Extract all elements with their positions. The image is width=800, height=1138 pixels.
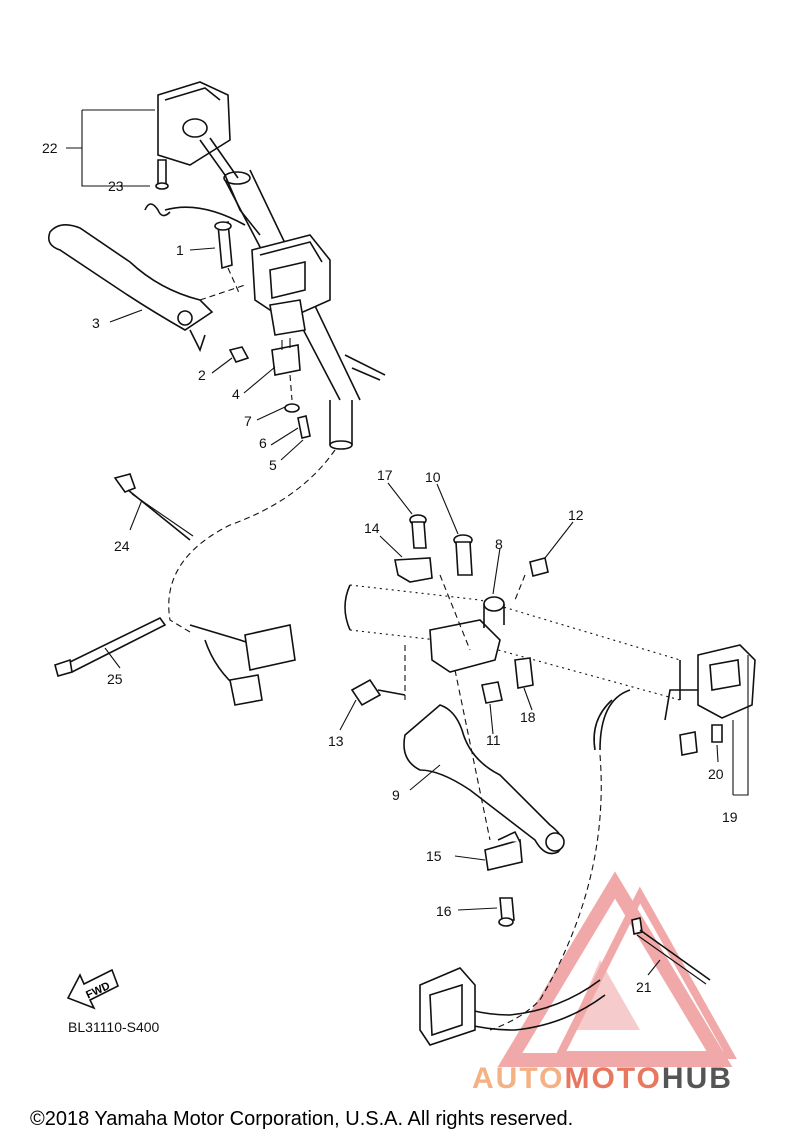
watermark-text: AUTOMOTOHUB (472, 1062, 733, 1095)
callout-17: 17 (377, 467, 393, 483)
callout-12: 12 (568, 507, 584, 523)
fwd-arrow-icon: FWD (66, 968, 120, 1010)
callout-16: 16 (436, 903, 452, 919)
callout-20: 20 (708, 766, 724, 782)
callout-labels: 22 23 1 3 2 4 7 6 5 17 10 14 8 12 24 25 … (42, 140, 738, 995)
part-code: BL31110-S400 (68, 1019, 160, 1035)
callout-7: 7 (244, 413, 252, 429)
callout-5: 5 (269, 457, 277, 473)
upper-assembly (47, 81, 386, 450)
callout-22: 22 (42, 140, 58, 156)
callout-18: 18 (520, 709, 536, 725)
callout-6: 6 (259, 435, 267, 451)
callout-3: 3 (92, 315, 100, 331)
callout-9: 9 (392, 787, 400, 803)
callout-4: 4 (232, 386, 240, 402)
lower-assembly (344, 514, 756, 1046)
watermark-logo (497, 871, 737, 1067)
callout-2: 2 (198, 367, 206, 383)
callout-13: 13 (328, 733, 344, 749)
callout-11: 11 (486, 732, 501, 748)
callout-19: 19 (722, 809, 738, 825)
callout-25: 25 (107, 671, 123, 687)
callout-24: 24 (114, 538, 130, 554)
callout-15: 15 (426, 848, 442, 864)
watermark-hub: HUB (662, 1062, 733, 1095)
harness-left (54, 473, 296, 706)
callout-21: 21 (636, 979, 652, 995)
callout-1: 1 (176, 242, 184, 258)
callout-10: 10 (425, 469, 441, 485)
leader-lines (66, 109, 749, 976)
callout-8: 8 (495, 536, 503, 552)
copyright-text: ©2018 Yamaha Motor Corporation, U.S.A. A… (30, 1108, 573, 1130)
callout-14: 14 (364, 520, 380, 536)
watermark-moto: MOTO (564, 1062, 661, 1095)
callout-23: 23 (108, 178, 124, 194)
watermark-auto: AUTO (472, 1062, 564, 1095)
